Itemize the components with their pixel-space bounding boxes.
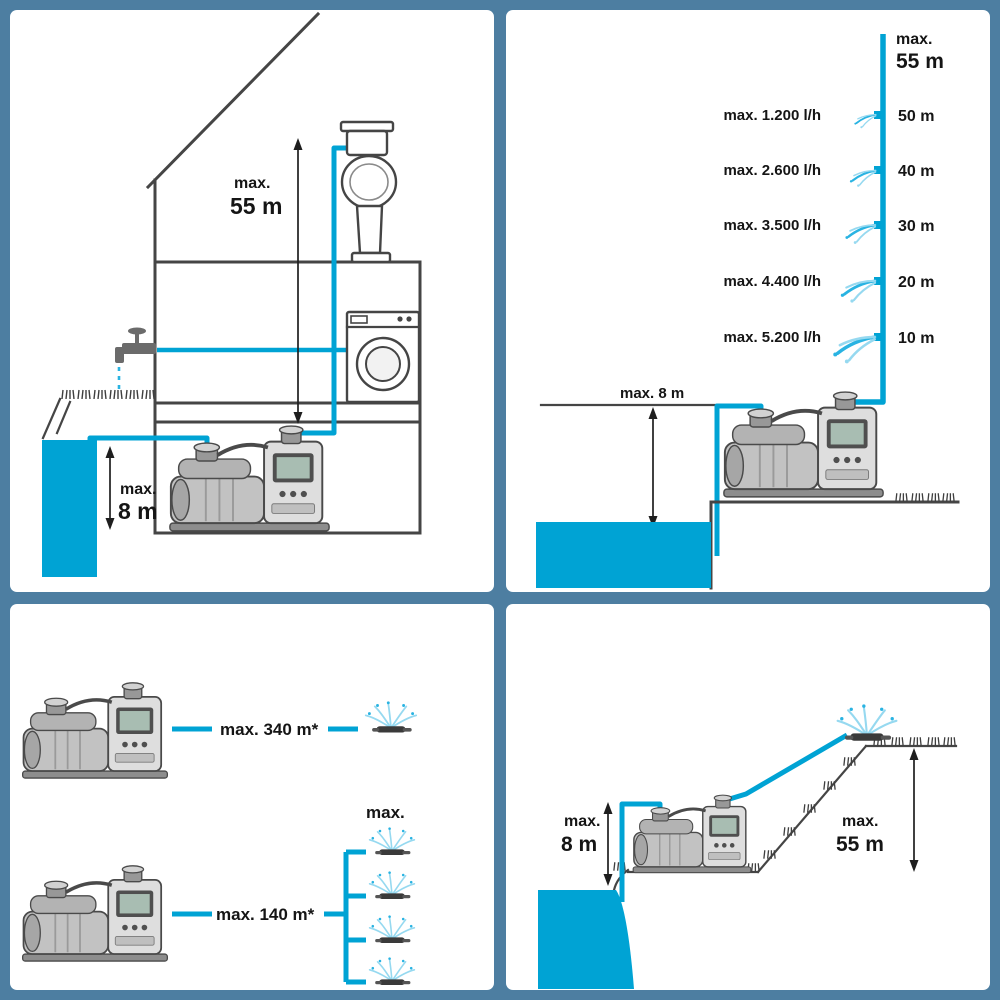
jet-10m [831,335,877,365]
height-row-4: 10 m [898,330,934,347]
flow-row-0: max. 1.200 l/h [723,107,821,124]
outlet-jets [831,111,883,365]
sprinkler-single [364,701,418,734]
hose-diagram-svg: max. 340 m* max. max. 140 m* [20,681,418,986]
sprinkler-2 [368,871,416,900]
height-row-1: 40 m [898,163,934,180]
toilet [339,120,398,264]
roof-line [145,11,321,190]
jet-40m [848,169,877,188]
grass-strip [41,389,155,440]
pond-bank [612,868,630,892]
suction-depth-value: 8 m [118,498,158,524]
jet-50m [853,113,877,129]
platform-edge [709,500,960,590]
top-height-prefix: max. [896,31,932,48]
suction-label: max. 8 m [620,385,684,402]
single-length-label: max. 340 m* [220,720,319,739]
suction-depth-arrow [105,446,115,530]
height-row-2: 30 m [898,218,934,235]
bank-hatch [41,397,72,440]
suction-depth-prefix: max. [120,481,156,498]
sprinkler-3 [368,915,416,944]
pond-diagram-svg: max. 8 m max. 55 m [538,704,958,989]
delivery-height-arrow [293,138,303,424]
riser-pipe [847,34,886,405]
suction-depth-arrow [648,407,658,528]
sprinkler-1 [368,827,416,856]
flow-labels: max. 1.200 l/h max. 2.600 l/h max. 3.500… [723,107,821,346]
suction-depth-value: 8 m [561,833,597,856]
delivery-height-value: 55 m [836,833,884,856]
top-height-value: 55 m [896,50,944,73]
pump-illustration-bottom [20,864,170,963]
washing-machine [345,310,421,404]
flow-row-3: max. 4.400 l/h [723,273,821,290]
delivery-height-value: 55 m [230,193,282,219]
water-pipes [87,145,350,452]
suction-pipe [87,435,210,452]
flow-row-2: max. 3.500 l/h [723,217,821,234]
delivery-height-prefix: max. [234,175,270,192]
platform-grass [895,492,955,502]
multi-length-label: max. 140 m* [216,905,315,924]
panel-hose-lengths: max. 340 m* max. max. 140 m* [10,604,494,990]
pond-water [538,890,634,989]
jet-30m [844,223,877,245]
panel-flow-vs-height: max. 55 m max. 1.200 l/h max. 2.600 l/h … [506,10,990,592]
suction-depth-prefix: max. [564,813,600,830]
height-labels: 50 m 40 m 30 m 20 m 10 m [898,108,934,347]
suction-depth-arrow [603,802,613,886]
height-row-0: 50 m [898,108,934,125]
delivery-height-arrow [909,748,919,872]
pump-illustration-top [20,681,170,780]
hose-manifold [172,849,366,985]
height-row-3: 20 m [898,274,934,291]
sprinkler-4 [368,957,416,986]
flow-diagram-svg: max. 55 m max. 1.200 l/h max. 2.600 l/h … [536,31,960,590]
panel-pond-slope: max. 8 m max. 55 m [506,604,990,990]
garden-tap [115,327,156,394]
riser-pipe [291,145,350,436]
pump-illustration [167,424,332,533]
water-reservoir [42,440,97,577]
flow-row-4: max. 5.200 l/h [723,329,821,346]
multi-header-label: max. [366,803,405,822]
flow-row-1: max. 2.600 l/h [723,162,821,179]
water-basin [536,522,711,588]
delivery-height-prefix: max. [842,813,878,830]
panel-house-delivery-height: max. 55 m max. 8 m [10,10,494,592]
pump-illustration [631,793,753,875]
jet-20m [839,279,877,304]
house-diagram-svg: max. 55 m max. 8 m [41,11,422,577]
